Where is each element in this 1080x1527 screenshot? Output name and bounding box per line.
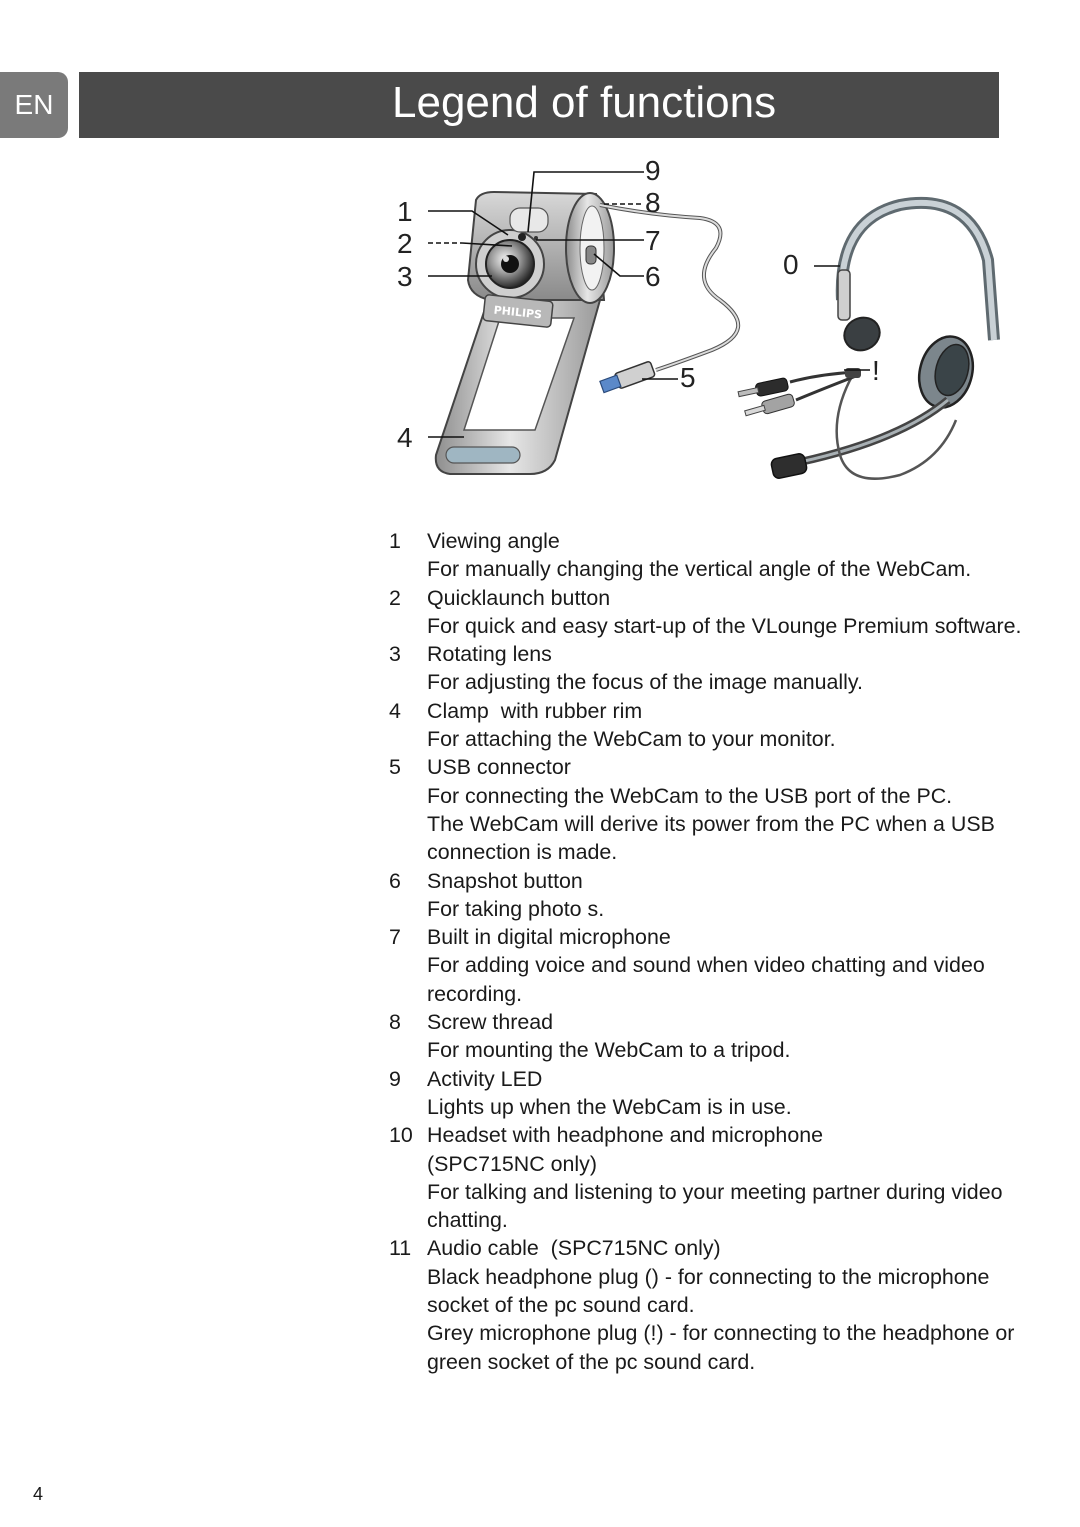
legend-description: For connecting the WebCam to the USB por… [427, 783, 953, 808]
legend-number: 5 [389, 755, 401, 780]
brand-logo: PHILIPS [493, 303, 543, 321]
legend-number: 11 [389, 1236, 412, 1261]
legend-description: For manually changing the vertical angle… [427, 557, 972, 582]
page-number: 4 [33, 1484, 44, 1504]
callout-2: 2 [397, 228, 413, 259]
legend-item: 5 USB connector For connecting the WebCa… [389, 753, 1069, 866]
legend-description: The WebCam will derive its power from th… [427, 811, 995, 865]
callout-1: 1 [397, 196, 413, 227]
headphone-plug-black [737, 377, 789, 398]
callout-6: 6 [645, 261, 661, 292]
webcam-head: PHILIPS [466, 190, 615, 328]
product-illustration: PHILIPS [397, 155, 1000, 480]
legend-number: 8 [389, 1010, 401, 1035]
legend-description: Black headphone plug () - for connecting… [427, 1264, 990, 1318]
audio-cable [737, 368, 861, 417]
legend-label: Quicklaunch button [427, 585, 611, 610]
legend-item: 6 Snapshot button For taking photo s. [389, 867, 1069, 924]
legend-description: Grey microphone plug (!) - for connectin… [427, 1321, 1015, 1374]
legend-number: 6 [389, 868, 401, 893]
legend-label: Rotating lens [427, 642, 552, 667]
legend-label: Headset with headphone and microphone (S… [427, 1123, 824, 1176]
legend-description: For adjusting the focus of the image man… [427, 670, 863, 695]
legend-item: 11 Audio cable (SPC715NC only) Black hea… [389, 1234, 1069, 1375]
legend-item: 10 Headset with headphone and microphone… [389, 1121, 1069, 1234]
rubber-rim [445, 446, 521, 464]
legend-item: 2 Quicklaunch button For quick and easy … [389, 584, 1069, 641]
legend-item: 1 Viewing angle For manually changing th… [389, 527, 1069, 584]
legend-item: 7 Built in digital microphone For adding… [389, 923, 1069, 1008]
legend-number: 3 [389, 642, 401, 667]
legend-item: 3 Rotating lens For adjusting the focus … [389, 640, 1069, 697]
legend-description: For attaching the WebCam to your monitor… [427, 727, 836, 752]
title-bar [79, 72, 999, 138]
legend-label: Audio cable (SPC715NC only) [427, 1236, 721, 1261]
legend-label: Screw thread [427, 1010, 554, 1035]
legend-label: Viewing angle [427, 529, 560, 553]
legend-description: Lights up when the WebCam is in use. [427, 1094, 792, 1119]
legend-number: 2 [389, 585, 401, 610]
legend-description: For taking photo s. [427, 896, 605, 921]
legend-number: 10 [389, 1123, 413, 1148]
legend-description: For adding voice and sound when video ch… [427, 953, 985, 1006]
callout-4: 4 [397, 422, 413, 453]
callout-8: 8 [645, 187, 661, 218]
activity-led-illustration [518, 233, 526, 241]
legend-list: 1 Viewing angle For manually changing th… [389, 527, 1069, 1376]
legend-number: 9 [389, 1066, 401, 1091]
microphone-hole-illustration [534, 236, 538, 240]
callout-5: 5 [680, 362, 696, 393]
headset-illustration [770, 196, 1000, 480]
microphone-plug-grey [744, 393, 795, 417]
callout-lines [428, 171, 870, 438]
legend-label: Snapshot button [427, 868, 583, 893]
callout-7: 7 [645, 225, 661, 256]
usb-cable [599, 203, 740, 394]
callout-3: 3 [397, 261, 413, 292]
usb-plug-illustration [599, 361, 656, 394]
legend-label: Built in digital microphone [427, 925, 671, 950]
webcam-clamp [434, 299, 602, 475]
legend-number: 4 [389, 698, 401, 723]
language-tab: EN [0, 72, 68, 138]
legend-label: Activity LED [427, 1066, 543, 1091]
legend-number: 7 [389, 925, 401, 950]
legend-description: For mounting the WebCam to a tripod. [427, 1038, 791, 1063]
page-title: Legend of functions [392, 78, 777, 127]
callout-0: 0 [783, 249, 799, 280]
legend-description: For talking and listening to your meetin… [427, 1179, 1003, 1233]
callout-9: 9 [645, 155, 661, 186]
callout-exclamation: ! [872, 355, 880, 386]
legend-label: Clamp with rubber rim [427, 698, 643, 723]
legend-item: 8 Screw thread For mounting the WebCam t… [389, 1008, 1069, 1065]
legend-number: 1 [389, 529, 401, 553]
legend-item: 4 Clamp with rubber rim For attaching th… [389, 697, 1069, 754]
legend-label: USB connector [427, 755, 571, 780]
legend-item: 9 Activity LED Lights up when the WebCam… [389, 1065, 1069, 1122]
legend-description: For quick and easy start-up of the VLoun… [427, 613, 1022, 638]
